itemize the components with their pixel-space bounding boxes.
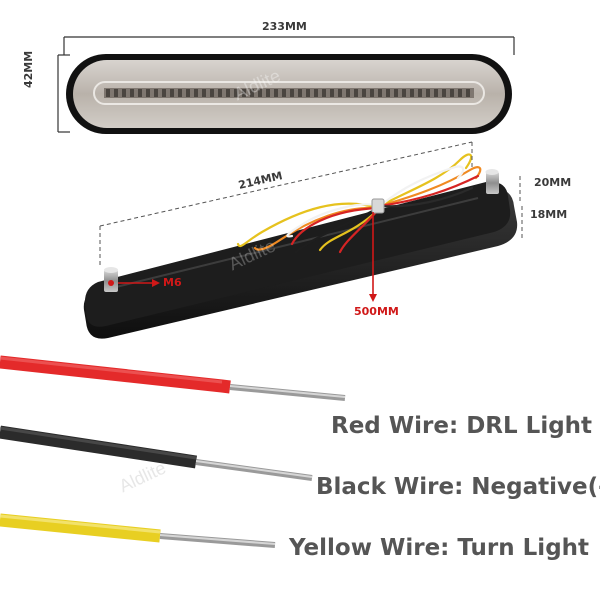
led-segment [394,89,398,97]
annotation-markers [108,212,377,302]
led-segment [106,89,110,97]
led-segment [434,89,438,97]
led-segment [114,89,118,97]
depth-label-2: 18MM [530,208,568,221]
led-segment [338,89,342,97]
led-segment [418,89,422,97]
led-segment [306,89,310,97]
height-label: 42MM [22,50,35,88]
led-segment [298,89,302,97]
led-segment [258,89,262,97]
bolt-label: M6 [163,276,182,289]
m6-bolt-right [485,169,499,194]
black-wire-caption: Black Wire: Negative(-) [316,474,600,500]
width-dimension-line [63,36,515,55]
width-label: 233MM [262,20,307,33]
led-segment [154,89,158,97]
depth-label-1: 20MM [534,176,572,189]
led-segment [322,89,326,97]
led-segment [426,89,430,97]
lamp-front-view [66,54,512,134]
led-segment [170,89,174,97]
led-segment [370,89,374,97]
led-segment [218,89,222,97]
led-segment [466,89,470,97]
led-segment [274,89,278,97]
led-segment [330,89,334,97]
led-segment [450,89,454,97]
led-segment [346,89,350,97]
led-segment [362,89,366,97]
led-segment [194,89,198,97]
yellow-wire-caption: Yellow Wire: Turn Light [289,535,589,561]
led-segment [234,89,238,97]
led-segment [146,89,150,97]
led-segment [410,89,414,97]
led-segment [210,89,214,97]
lamp-rear-view [83,181,518,339]
led-segment [202,89,206,97]
red-wire-sample [0,355,346,401]
led-segment [290,89,294,97]
led-segment [354,89,358,97]
red-wire-caption: Red Wire: DRL Light [331,413,592,439]
m6-bolt-left [104,267,118,292]
black-wire-sample [0,425,313,481]
led-segment [282,89,286,97]
led-segment [130,89,134,97]
watermark-3: Aldlite [116,457,169,496]
led-segment [402,89,406,97]
led-segment [442,89,446,97]
led-strip [106,89,470,97]
led-segment [242,89,246,97]
yellow-wire-function: Turn Light [457,535,590,561]
led-segment [458,89,462,97]
led-segment [122,89,126,97]
black-wire-function: Negative(-) [471,474,600,500]
red-wire-function: DRL Light [466,413,593,439]
led-segment [378,89,382,97]
led-segment [386,89,390,97]
led-segment [162,89,166,97]
red-wire-label: Red Wire: [331,413,459,439]
black-wire-label: Black Wire: [316,474,464,500]
led-segment [226,89,230,97]
led-segment [250,89,254,97]
height-dimension-line [57,54,70,133]
cable-length-label: 500MM [354,305,399,318]
rear-dimension-lines [99,141,523,268]
led-segment [178,89,182,97]
led-segment [266,89,270,97]
wire-bundle [236,153,482,254]
led-segment [186,89,190,97]
yellow-wire-label: Yellow Wire: [289,535,450,561]
led-segment [138,89,142,97]
yellow-wire-sample [0,513,276,548]
led-segment [314,89,318,97]
